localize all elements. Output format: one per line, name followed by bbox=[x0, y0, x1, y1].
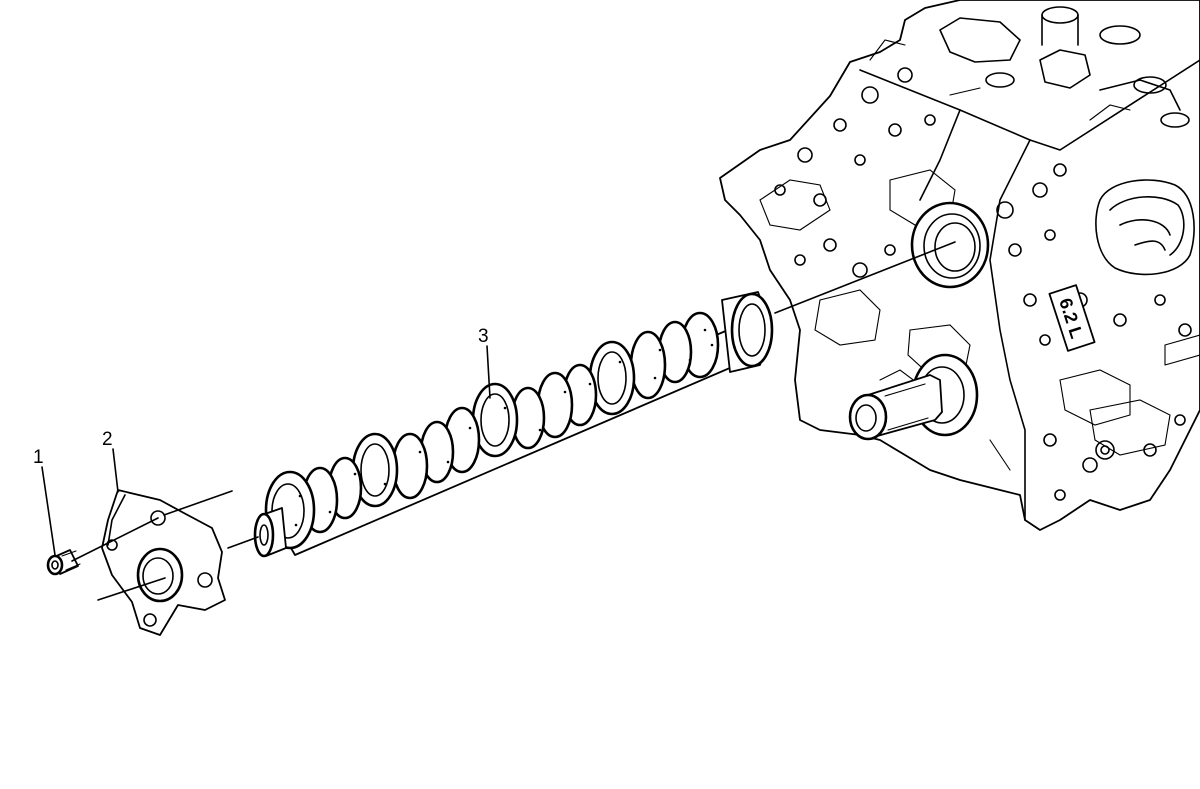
callout-3-label: 3 bbox=[478, 326, 489, 347]
callout-3: 3 bbox=[478, 326, 491, 399]
camshaft-rear-journal bbox=[721, 291, 774, 373]
bolt-alignment-line bbox=[71, 517, 159, 562]
callout-1-leader bbox=[41, 466, 56, 556]
camshaft-lobes bbox=[253, 311, 720, 558]
callout-2-leader bbox=[112, 448, 119, 493]
callout-1: 1 bbox=[33, 447, 56, 556]
camshaft-surface-marks bbox=[294, 328, 714, 527]
callout-2: 2 bbox=[102, 429, 119, 493]
crankshaft-snout bbox=[848, 353, 979, 441]
callout-3-leader bbox=[486, 345, 491, 399]
camshaft-retainer-plate bbox=[101, 489, 226, 636]
callout-2-label: 2 bbox=[102, 429, 113, 450]
retainer-bolt bbox=[46, 549, 81, 576]
camshaft-bore bbox=[910, 201, 990, 289]
retainer-lower-alignment-line bbox=[97, 577, 166, 601]
engine-block: 6.2 L bbox=[719, 0, 1200, 531]
callout-1-label: 1 bbox=[33, 447, 44, 468]
camshaft-front-alignment-line bbox=[227, 536, 259, 549]
camshaft-rear-alignment-line bbox=[774, 241, 956, 314]
assembly-alignment-lines bbox=[71, 241, 956, 601]
retainer-upper-alignment-line bbox=[163, 490, 233, 516]
camshaft bbox=[253, 291, 774, 558]
